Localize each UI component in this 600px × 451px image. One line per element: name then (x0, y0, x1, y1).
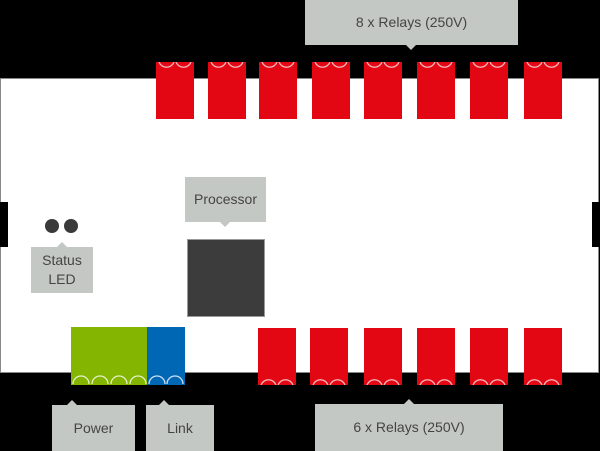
top-relay-3 (259, 62, 297, 119)
bottom-relays-label-text: 6 x Relays (250V) (353, 419, 465, 435)
link-terminal (147, 327, 185, 385)
power-terminal (71, 327, 147, 385)
top-relay-1 (156, 62, 194, 119)
top-relays-label-text: 8 x Relays (250V) (355, 14, 468, 30)
label-pointer (220, 222, 230, 227)
processor-label: Processor (185, 177, 266, 227)
bottom-relay-2 (310, 328, 348, 385)
power-terminal-pins-icon (72, 375, 147, 385)
relay-terminal-screws-icon (314, 62, 348, 68)
relay-terminal-screws-icon (210, 62, 244, 68)
bottom-relay-4 (417, 328, 455, 385)
board-mount-notch-right (592, 202, 600, 247)
relay-terminal-screws-icon (366, 62, 400, 68)
processor-chip (188, 240, 264, 316)
relay-terminal-screws-icon (419, 379, 453, 385)
bottom-relay-5 (470, 328, 508, 385)
relay-terminal-screws-icon (472, 62, 506, 68)
status-led-label-line2: LED (48, 271, 76, 287)
relay-terminal-screws-icon (260, 379, 294, 385)
relay-terminal-screws-icon (366, 379, 400, 385)
bottom-relay-1 (258, 328, 296, 385)
relay-terminal-screws-icon (472, 379, 506, 385)
label-pointer (159, 400, 169, 405)
status-led-label: Status LED (31, 242, 93, 293)
label-pointer (404, 399, 414, 404)
top-relays-label: 8 x Relays (250V) (305, 0, 518, 50)
controller-board (1, 79, 598, 372)
top-relay-2 (208, 62, 246, 119)
top-relay-5 (364, 62, 402, 119)
top-relay-7 (470, 62, 508, 119)
relay-terminal-screws-icon (419, 62, 453, 68)
board-mount-notch-left (0, 202, 8, 247)
relay-terminal-screws-icon (526, 62, 560, 68)
label-pointer (67, 400, 77, 405)
relay-terminal-screws-icon (526, 379, 560, 385)
top-relay-6 (417, 62, 455, 119)
status-led-2 (64, 219, 78, 233)
top-relay-4 (312, 62, 350, 119)
relay-terminal-screws-icon (158, 62, 192, 68)
link-label: Link (146, 400, 214, 451)
label-pointer (57, 242, 67, 247)
top-relay-8 (524, 62, 562, 119)
bottom-relay-3 (364, 328, 402, 385)
power-label-text: Power (73, 419, 114, 436)
relay-terminal-screws-icon (261, 62, 295, 68)
processor-label-text: Processor (193, 191, 258, 207)
label-pointer (406, 45, 416, 50)
bottom-relay-6 (524, 328, 562, 385)
link-terminal-pins-icon (148, 375, 184, 385)
relay-terminal-screws-icon (312, 379, 346, 385)
link-label-text: Link (167, 419, 193, 436)
bottom-relays-label: 6 x Relays (250V) (315, 399, 503, 451)
status-led-1 (45, 219, 59, 233)
status-led-label-line1: Status (42, 252, 82, 268)
power-label: Power (52, 400, 135, 451)
